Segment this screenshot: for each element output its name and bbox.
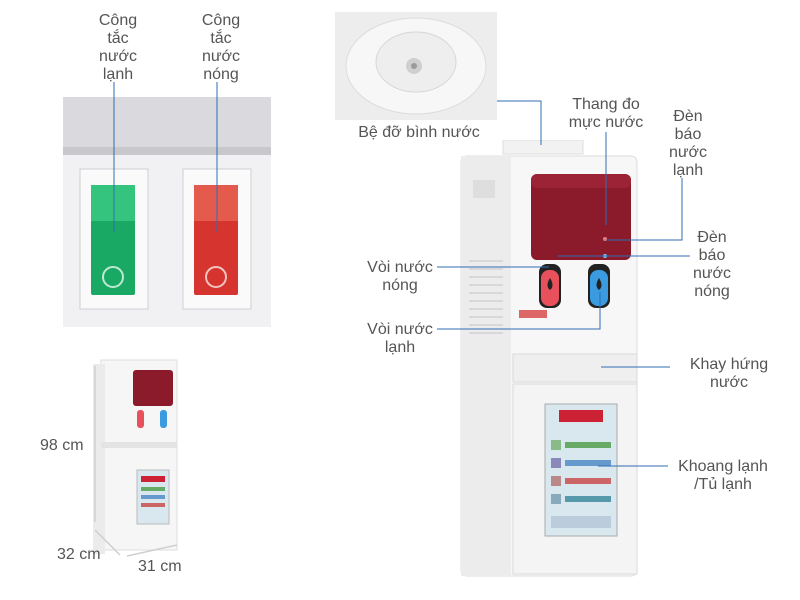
bottle-base-photo <box>335 12 497 120</box>
dispenser-small-illustration <box>85 352 195 562</box>
dispenser-main-illustration <box>455 139 645 585</box>
label-cold-switch: Công tắc nước lạnh <box>98 12 138 83</box>
label-hot-switch: Công tắc nước nóng <box>201 12 241 83</box>
label-bottle-base: Bệ đỡ bình nước <box>358 124 480 141</box>
dimension-width: 31 cm <box>138 558 182 575</box>
cabinet-sticker <box>544 403 618 537</box>
label-cold-tap: Vòi nước lạnh <box>367 321 433 356</box>
switch-closeup-illustration <box>63 97 271 327</box>
switch-closeup-photo <box>63 97 271 327</box>
label-hot-light: Đèn báo nước nóng <box>692 229 732 300</box>
label-cold-cabinet: Khoang lạnh /Tủ lạnh <box>678 458 768 493</box>
label-drip-tray: Khay hứng nước <box>689 356 769 391</box>
label-hot-tap: Vòi nước nóng <box>367 259 433 294</box>
dimension-depth: 32 cm <box>57 546 101 563</box>
label-cold-light: Đèn báo nước lạnh <box>668 108 708 179</box>
dimension-height: 98 cm <box>40 437 84 454</box>
label-level-gauge: Thang đo mực nước <box>568 96 644 131</box>
